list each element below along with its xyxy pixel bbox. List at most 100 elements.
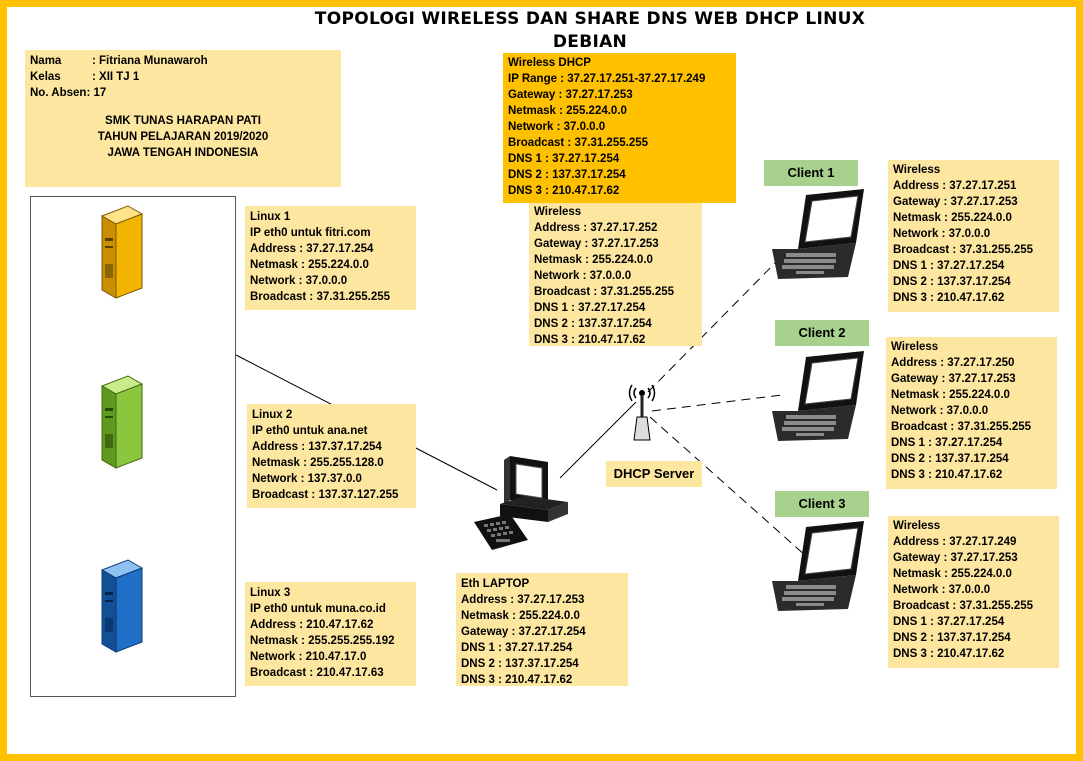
eth-line: DNS 1 : 37.27.17.254 (461, 642, 573, 654)
client3-line: DNS 3 : 210.47.17.62 (893, 648, 1005, 660)
linux1-line: Linux 1 (250, 211, 291, 223)
eth-line: Netmask : 255.224.0.0 (461, 610, 580, 622)
eth-line: Gateway : 37.27.17.254 (461, 626, 586, 638)
ap-line: DNS 1 : 37.27.17.254 (534, 302, 646, 314)
eth-line: DNS 2 : 137.37.17.254 (461, 658, 579, 670)
client1-info-box: Wireless Address : 37.27.17.251 Gateway … (888, 160, 1059, 312)
name-label: Nama (30, 55, 62, 67)
linux2-line: Netmask : 255.255.128.0 (252, 457, 384, 469)
client2-line: DNS 1 : 37.27.17.254 (891, 437, 1003, 449)
school-region: JAWA TENGAH INDONESIA (107, 147, 259, 159)
dhcp-line: Netmask : 255.224.0.0 (508, 105, 627, 117)
absen-text: No. Absen: 17 (30, 87, 107, 99)
server-yellow-icon (100, 205, 144, 299)
linux3-line: Address : 210.47.17.62 (250, 619, 374, 631)
client1-line: Address : 37.27.17.251 (893, 180, 1017, 192)
dhcp-line: Gateway : 37.27.17.253 (508, 89, 633, 101)
client2-line: Address : 37.27.17.250 (891, 357, 1015, 369)
linux1-line: Netmask : 255.224.0.0 (250, 259, 369, 271)
client1-line: Wireless (893, 164, 941, 176)
dhcp-line: Broadcast : 37.31.255.255 (508, 137, 649, 149)
class-label: Kelas (30, 71, 61, 83)
server-green-icon (100, 375, 144, 469)
class-value: : XII TJ 1 (92, 71, 140, 83)
school-name: SMK TUNAS HARAPAN PATI (105, 115, 261, 127)
client3-line: DNS 1 : 37.27.17.254 (893, 616, 1005, 628)
linux1-line: Broadcast : 37.31.255.255 (250, 291, 391, 303)
linux2-line: Network : 137.37.0.0 (252, 473, 362, 485)
client1-line: Netmask : 255.224.0.0 (893, 212, 1012, 224)
dhcp-line: Network : 37.0.0.0 (508, 121, 606, 133)
linux2-info-box: Linux 2 IP eth0 untuk ana.net Address : … (247, 404, 416, 508)
client2-line: Netmask : 255.224.0.0 (891, 389, 1010, 401)
eth-line: Eth LAPTOP (461, 578, 530, 590)
client1-line: DNS 2 : 137.37.17.254 (893, 276, 1011, 288)
linux1-line: Address : 37.27.17.254 (250, 243, 374, 255)
eth-line: DNS 3 : 210.47.17.62 (461, 674, 573, 686)
client2-label: Client 2 (775, 320, 869, 346)
client2-line: DNS 3 : 210.47.17.62 (891, 469, 1003, 481)
ap-wireless-box: Wireless Address : 37.27.17.252 Gateway … (529, 203, 702, 346)
eth-line: Address : 37.27.17.253 (461, 594, 585, 606)
eth-laptop-box: Eth LAPTOP Address : 37.27.17.253 Netmas… (456, 573, 628, 686)
client2-line: Gateway : 37.27.17.253 (891, 373, 1016, 385)
laptop-client3-icon (772, 521, 864, 611)
client3-line: Wireless (893, 520, 941, 532)
linux2-line: Linux 2 (252, 409, 293, 421)
linux2-line: IP eth0 untuk ana.net (252, 425, 368, 437)
client3-line: Netmask : 255.224.0.0 (893, 568, 1012, 580)
client3-label: Client 3 (775, 491, 869, 517)
ap-line: Gateway : 37.27.17.253 (534, 238, 659, 250)
client3-line: Address : 37.27.17.249 (893, 536, 1017, 548)
linux3-line: IP eth0 untuk muna.co.id (250, 603, 386, 615)
student-info-box: Nama : Fitriana Munawaroh Kelas : XII TJ 1… (25, 50, 341, 187)
ap-line: DNS 3 : 210.47.17.62 (534, 334, 646, 346)
dhcp-line: DNS 1 : 37.27.17.254 (508, 153, 620, 165)
school-year: TAHUN PELAJARAN 2019/2020 (97, 131, 269, 143)
server-blue-icon (100, 559, 144, 653)
client2-line: Network : 37.0.0.0 (891, 405, 989, 417)
client2-line: Broadcast : 37.31.255.255 (891, 421, 1032, 433)
linux2-line: Broadcast : 137.37.127.255 (252, 489, 399, 501)
link-ap-client1 (647, 257, 781, 393)
dhcp-server-label: DHCP Server (606, 461, 702, 487)
linux3-line: Netmask : 255.255.255.192 (250, 635, 395, 647)
client1-line: DNS 3 : 210.47.17.62 (893, 292, 1005, 304)
ap-line: DNS 2 : 137.37.17.254 (534, 318, 652, 330)
ap-line: Network : 37.0.0.0 (534, 270, 632, 282)
wireless-dhcp-box: Wireless DHCP IP Range : 37.27.17.251-37… (503, 53, 736, 203)
client2-line: DNS 2 : 137.37.17.254 (891, 453, 1009, 465)
linux1-info-box: Linux 1 IP eth0 untuk fitri.com Address … (245, 206, 416, 310)
diagram-title-line2: DEBIAN (552, 32, 628, 52)
linux3-line: Network : 210.47.17.0 (250, 651, 367, 663)
client1-line: Network : 37.0.0.0 (893, 228, 991, 240)
linux1-line: Network : 37.0.0.0 (250, 275, 348, 287)
linux2-line: Address : 137.37.17.254 (252, 441, 382, 453)
linux3-info-box: Linux 3 IP eth0 untuk muna.co.id Address… (245, 582, 416, 686)
dhcp-line: DNS 2 : 137.37.17.254 (508, 169, 626, 181)
desktop-computer-icon (474, 456, 568, 550)
linux3-line: Linux 3 (250, 587, 291, 599)
link-ap-client2 (651, 394, 783, 412)
diagram-title-line1: TOPOLOGI WIRELESS DAN SHARE DNS WEB DHCP… (314, 9, 866, 29)
client2-info-box: Wireless Address : 37.27.17.250 Gateway … (886, 337, 1057, 489)
laptop-client1-icon (772, 189, 864, 279)
laptop-client2-icon (772, 351, 864, 441)
ap-line: Broadcast : 37.31.255.255 (534, 286, 675, 298)
client1-line: Broadcast : 37.31.255.255 (893, 244, 1034, 256)
ap-line: Address : 37.27.17.252 (534, 222, 658, 234)
linux3-line: Broadcast : 210.47.17.63 (250, 667, 384, 679)
name-value: : Fitriana Munawaroh (92, 55, 208, 67)
client3-line: Gateway : 37.27.17.253 (893, 552, 1018, 564)
dhcp-line: Wireless DHCP (508, 57, 591, 69)
ap-line: Wireless (534, 206, 582, 218)
client3-line: Network : 37.0.0.0 (893, 584, 991, 596)
link-ap-client3 (649, 416, 807, 557)
ap-line: Netmask : 255.224.0.0 (534, 254, 653, 266)
client1-line: Gateway : 37.27.17.253 (893, 196, 1018, 208)
wireless-antenna-icon (628, 384, 656, 441)
client1-line: DNS 1 : 37.27.17.254 (893, 260, 1005, 272)
client1-label: Client 1 (764, 160, 858, 186)
dhcp-line: DNS 3 : 210.47.17.62 (508, 185, 620, 197)
linux1-line: IP eth0 untuk fitri.com (250, 227, 371, 239)
